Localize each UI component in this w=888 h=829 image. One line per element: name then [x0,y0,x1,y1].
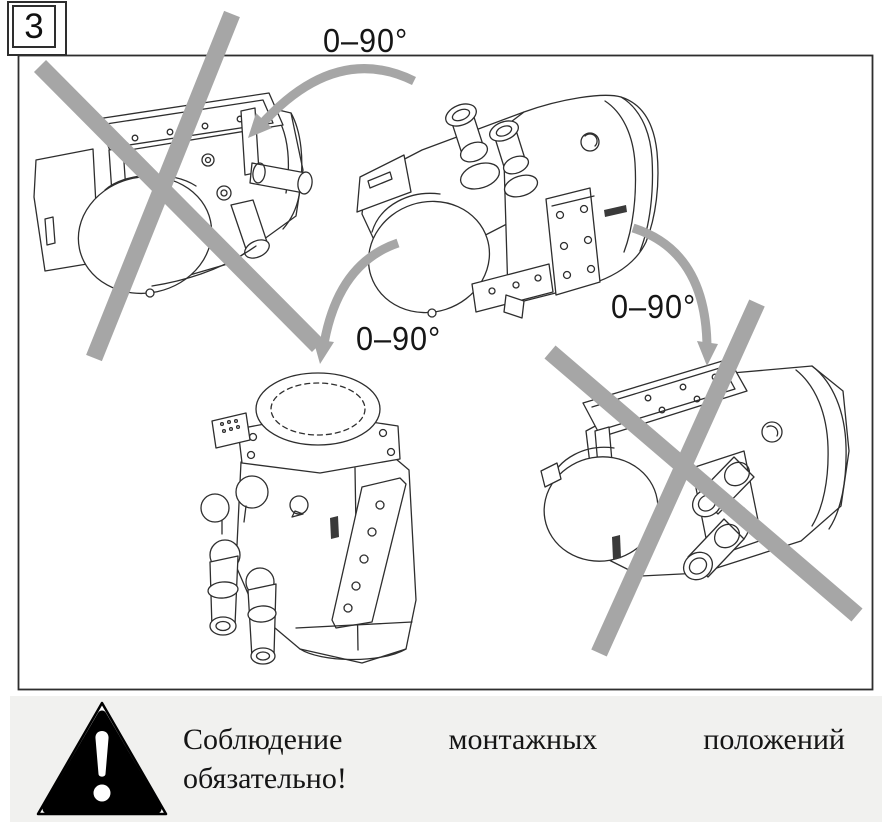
exclamation-triangle-icon [36,701,168,816]
warning-text-line2: обязательно! [183,762,347,795]
warning-word: Соблюдение [183,723,343,756]
rotation-arrow-middle [313,238,400,364]
prohibition-cross-bottom-right [544,299,863,657]
figure-frame [17,54,874,691]
rotation-range-label-top: 0–90° [323,22,409,59]
warning-text-line1: Соблюдение монтажных положений [183,721,845,759]
rotation-arrow-right [631,223,718,366]
installation-positions-figure [17,10,874,691]
prohibition-cross-top-left [33,10,325,362]
heater-position-bottom-center-drawing [200,372,417,665]
warning-word: монтажных [448,723,598,756]
warning-text: Соблюдение монтажных положений обязатель… [183,721,845,798]
warning-word: положений [703,723,845,756]
rotation-range-label-right: 0–90° [611,288,697,325]
rotation-arrow-top [248,64,416,138]
rotation-range-label-middle: 0–90° [356,320,442,357]
warning-band: Соблюдение монтажных положений обязатель… [10,696,882,822]
figure-number-box: 3 [7,1,67,56]
heater-position-center-drawing [356,94,659,319]
figure-number: 3 [12,5,56,48]
